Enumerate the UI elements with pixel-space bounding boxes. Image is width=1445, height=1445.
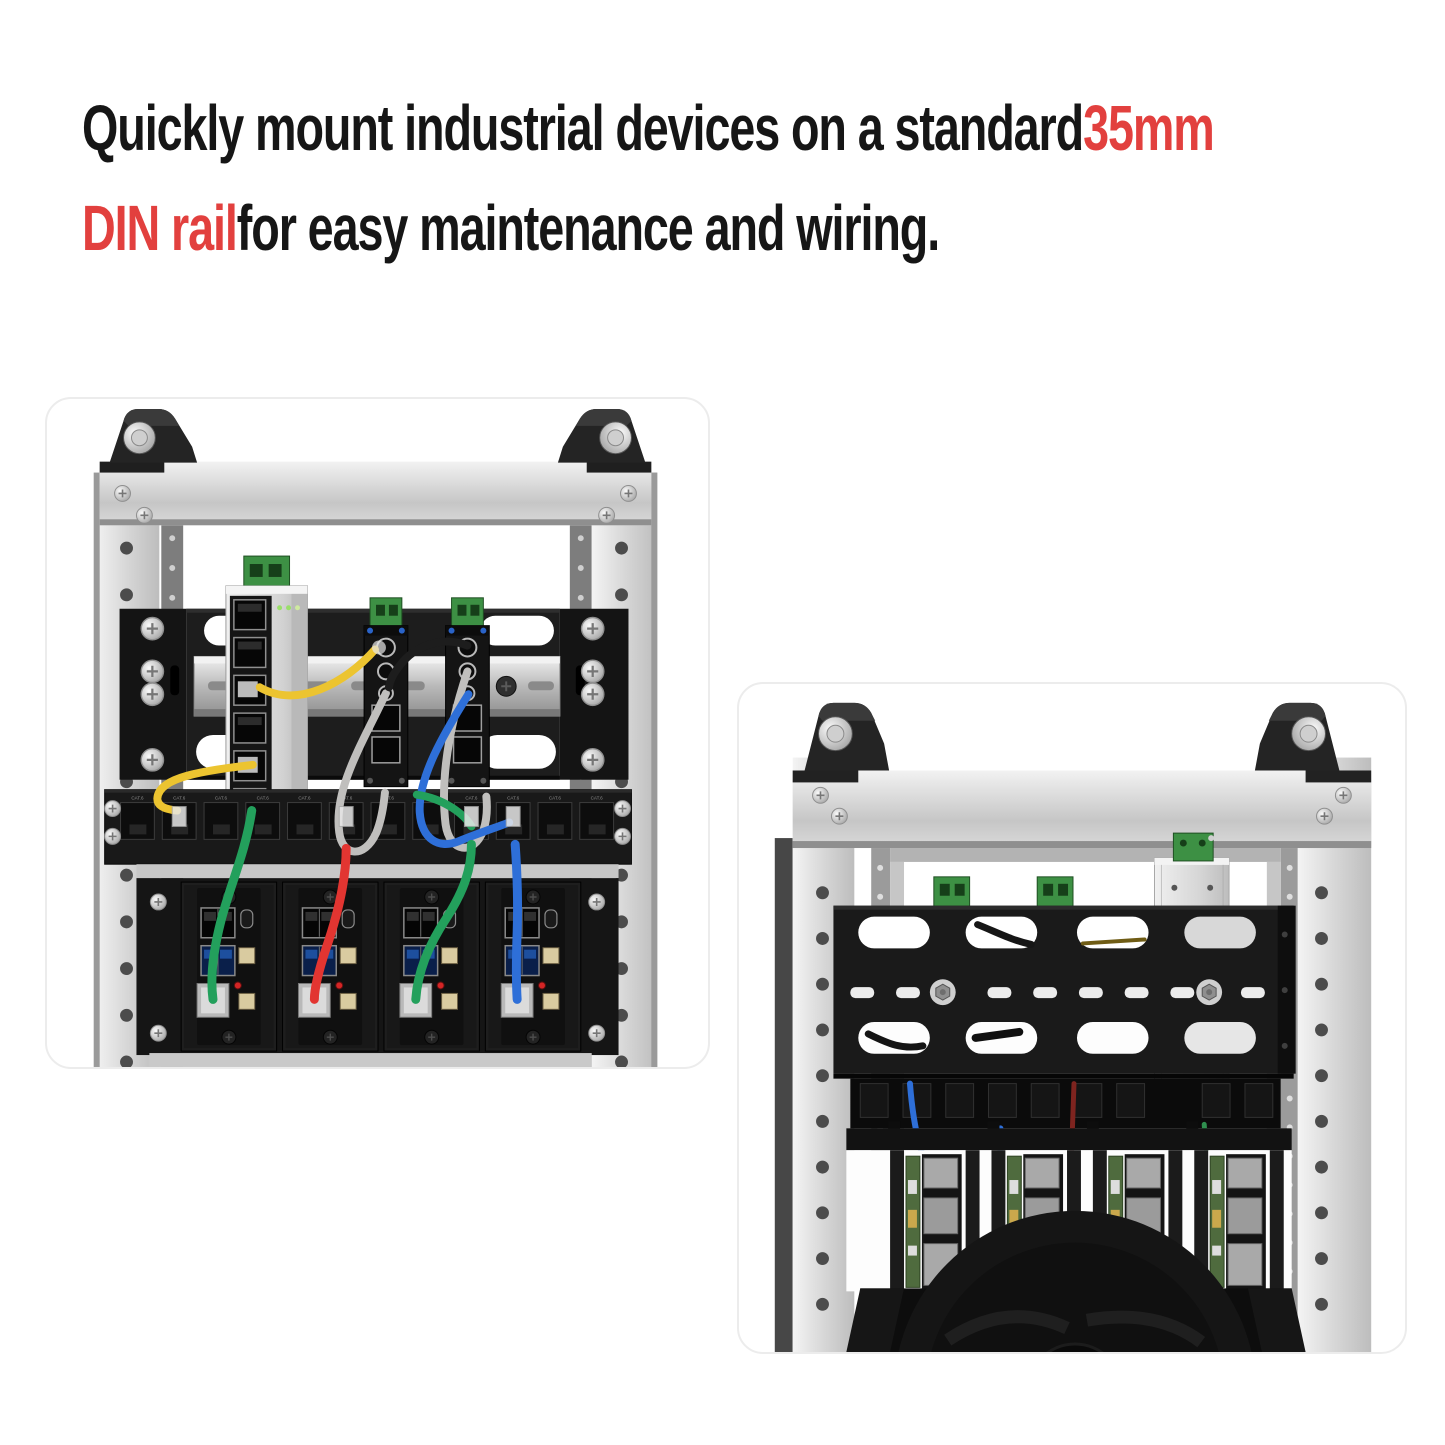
green-cable-to-pi3 [411, 839, 476, 1004]
rj45-plug [237, 681, 258, 698]
headline-line2-accent: DIN rail [82, 192, 238, 264]
headline-line1-accent: 35mm [1083, 92, 1215, 164]
bracket-slots [850, 987, 1265, 999]
svg-text:CAT.6: CAT.6 [131, 796, 144, 801]
headline: Quickly mount industrial devices on a st… [82, 78, 1412, 278]
black-wire [864, 1030, 927, 1051]
headline-line-1: Quickly mount industrial devices on a st… [82, 78, 1215, 178]
svg-text:CAT.6: CAT.6 [257, 796, 270, 801]
svg-text:CAT.6: CAT.6 [340, 796, 353, 801]
blue-cable [415, 690, 514, 848]
bracket-cutout [480, 615, 554, 646]
black-wire [974, 921, 1035, 948]
lower-cables [207, 806, 523, 1004]
red-cable-to-pi2 [309, 843, 351, 1004]
rear-patch-row [850, 1078, 1281, 1129]
aluminum-band [136, 864, 619, 879]
rj45-plug [505, 806, 521, 827]
svg-text:CAT.6: CAT.6 [298, 796, 311, 801]
rj45-plug [463, 806, 479, 827]
rack-frame [774, 702, 1372, 1352]
headline-line-2: DIN rail for easy maintenance and wiring… [82, 178, 1053, 278]
svg-text:CAT.6: CAT.6 [591, 796, 604, 801]
rj45-plug [338, 806, 354, 827]
din-bracket-back [833, 905, 1296, 1079]
terminal-block [1172, 832, 1214, 862]
yellow-cable [153, 760, 257, 815]
plug-boot [372, 640, 386, 655]
rack-top-bar [99, 461, 652, 526]
black-wire [971, 1027, 1024, 1042]
svg-text:CAT.6: CAT.6 [465, 796, 478, 801]
rail-screw [495, 675, 517, 697]
din-module-2 [445, 597, 490, 788]
headline-line2-black: for easy maintenance and wiring. [236, 192, 940, 264]
left-photo-illustration: CAT.6 CAT.6 CAT.6 CAT.6 CAT.6 CAT.6 CAT.… [93, 408, 658, 1067]
switch-leds [277, 605, 300, 611]
svg-text:CAT.6: CAT.6 [173, 796, 186, 801]
rack-base-strip [149, 1053, 592, 1067]
svg-text:CAT.6: CAT.6 [507, 796, 520, 801]
rack-top-bar [792, 770, 1372, 849]
bracket-cutout [480, 734, 556, 769]
green-cable-to-pi1 [207, 806, 257, 1004]
rj45-plug [171, 806, 187, 827]
headline-line1-black: Quickly mount industrial devices on a st… [82, 92, 1084, 164]
right-photo [737, 682, 1407, 1354]
svg-text:CAT.6: CAT.6 [215, 796, 228, 801]
right-photo-illustration [774, 702, 1372, 1352]
yellow-cable [255, 645, 379, 700]
hex-bolt [929, 979, 956, 1006]
cooling-fan [846, 1210, 1306, 1352]
blue-cable-to-pi4 [510, 839, 523, 1004]
terminal-block [451, 597, 484, 629]
black-cable [384, 637, 472, 692]
hex-bolt [1196, 979, 1223, 1006]
svg-text:CAT.6: CAT.6 [549, 796, 562, 801]
olive-wire [1080, 937, 1147, 946]
left-photo: CAT.6 CAT.6 CAT.6 CAT.6 CAT.6 CAT.6 CAT.… [45, 397, 710, 1069]
